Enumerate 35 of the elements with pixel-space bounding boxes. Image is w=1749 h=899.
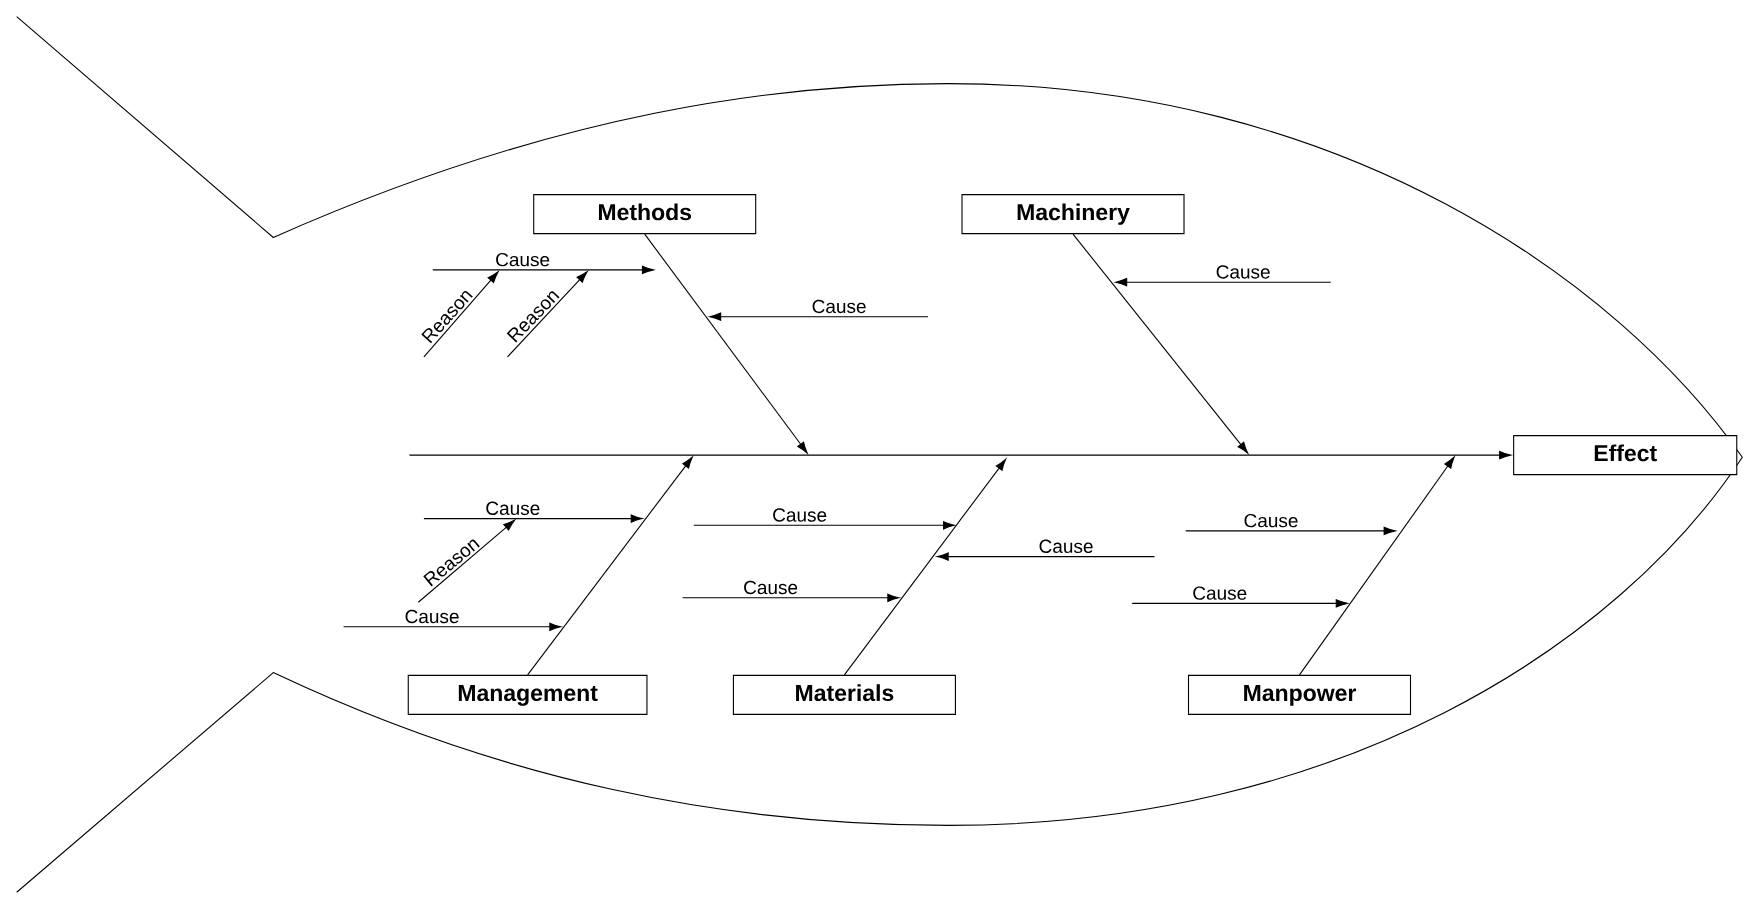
cause-arrow [417,519,515,603]
cause-label: Cause [812,299,866,314]
cause-arrow [1185,526,1396,536]
cause-arrow [682,593,900,602]
cause-label: Cause [1216,265,1270,279]
cause-label: Cause [405,609,459,624]
cause-label: Cause [486,501,540,516]
category-box: Management [407,674,648,715]
cause-arrow [1131,599,1348,608]
bone-arrow [644,233,808,454]
bone-arrow [1072,233,1249,454]
bone-arrow [1298,456,1455,676]
cause-arrow [506,271,588,358]
cause-label: Cause [1193,586,1247,600]
cause-label: Cause [744,580,798,595]
cause-arrow [709,312,929,321]
cause-label: Cause [496,252,550,267]
bone-arrow [527,456,693,676]
cause-arrow [936,552,1156,561]
cause-arrow [343,622,562,631]
cause-label: Cause [1244,513,1298,528]
cause-arrow [1115,278,1332,287]
cause-arrow [423,271,499,358]
spine-arrow [408,450,1512,460]
category-box: Methods [533,194,757,235]
cause-label: Cause [1039,539,1093,554]
bone-arrow [843,458,1007,676]
category-box: Machinery [961,194,1185,235]
category-box: Materials [732,674,956,715]
cause-arrow [432,265,654,275]
cause-label: Cause [773,508,827,522]
cause-arrow [693,521,955,530]
category-box: Manpower [1187,674,1412,715]
category-box: Effect [1513,435,1738,476]
cause-arrow [423,514,643,523]
